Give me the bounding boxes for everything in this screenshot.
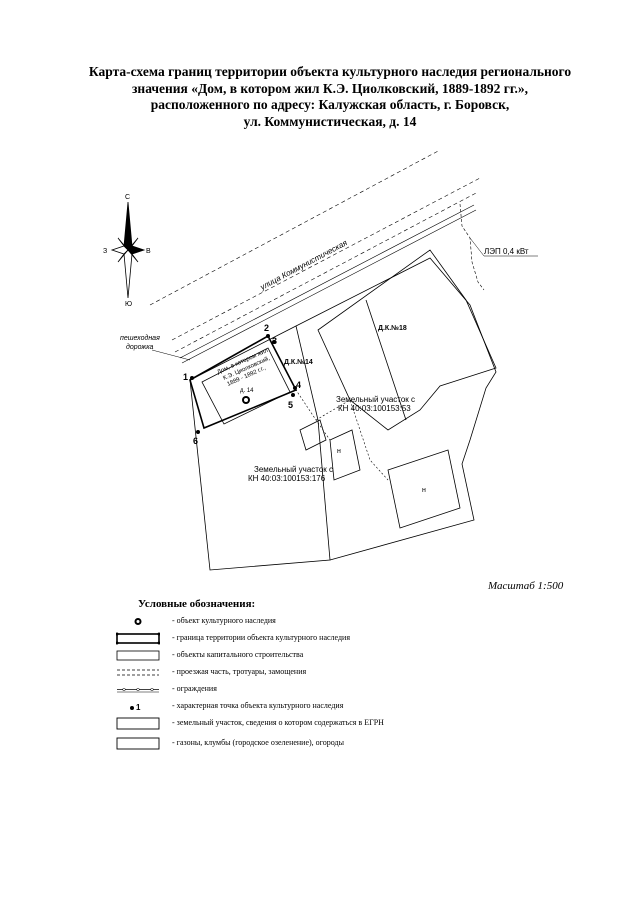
land-parcels <box>189 257 497 571</box>
house-label-line-4: д. 14 <box>240 388 254 394</box>
nonresidential-label-1: н <box>337 448 341 455</box>
heritage-boundary <box>189 334 298 430</box>
fence-symbol-icon <box>117 687 159 693</box>
legend-item: - объект культурного наследия <box>116 614 476 631</box>
legend-item-label: - объект культурного наследия <box>172 616 276 625</box>
legend-item: - проезжая часть, тротуары, замощения <box>116 665 476 682</box>
power-line <box>459 203 485 291</box>
buildings <box>201 249 497 529</box>
building-symbol-icon <box>116 650 160 661</box>
legend-item-label: - ограждения <box>172 684 217 693</box>
title-line-2: значения «Дом, в котором жил К.Э. Циолко… <box>131 80 528 96</box>
legend-item: - ограждения <box>116 682 476 699</box>
house-18-label: Д.К.№18 <box>378 324 407 332</box>
compass-west: З <box>103 248 107 255</box>
characteristic-points <box>190 334 297 434</box>
boundary-symbol-icon <box>116 632 160 645</box>
footpath-label-2: дорожка <box>126 343 154 351</box>
point-3: 3 <box>272 336 277 346</box>
legend-item: - граница территории объекта культурного… <box>116 631 476 648</box>
legend-title: Условные обозначения: <box>138 598 256 610</box>
street-label: улица Коммунистическая <box>258 238 350 292</box>
title-line-4: ул. Коммунистическая, д. 14 <box>243 113 417 129</box>
point-symbol-label: 1 <box>136 703 141 712</box>
title-line-1: Карта-схема границ территории объекта ку… <box>88 64 572 79</box>
compass-south: Ю <box>125 301 132 308</box>
legend-item-label: - характерная точка объекта культурного … <box>172 701 344 710</box>
parcel-symbol-icon <box>116 717 160 730</box>
street-roadway <box>149 149 481 353</box>
house-14-label: Д.К.№14 <box>284 358 313 366</box>
heritage-object-icon <box>134 618 142 625</box>
scale-label: Масштаб 1:500 <box>488 580 564 592</box>
nonresidential-label-2: н <box>422 487 426 494</box>
title-line-3: расположенного по адресу: Калужская обла… <box>150 97 510 112</box>
legend-item-label: - газоны, клумбы (городское озеленение),… <box>172 738 344 747</box>
legend: - объект культурного наследия - граница … <box>116 614 476 756</box>
legend-item-label: - земельный участок, сведения о котором … <box>172 718 384 727</box>
plot-b-line-2: КН 40:03:100153:176 <box>248 474 326 483</box>
roadway-symbol-icon <box>117 669 159 676</box>
footpath-label-1: пешеходная <box>120 334 160 342</box>
legend-item-label: - объекты капитального строительства <box>172 650 304 659</box>
power-line-label: ЛЭП 0,4 кВт <box>484 247 529 256</box>
greenery-symbol-icon <box>116 737 160 750</box>
compass-rose-icon <box>110 201 146 299</box>
power-line-leader <box>469 237 485 257</box>
compass-north: С <box>125 194 130 201</box>
point-5: 5 <box>288 400 293 410</box>
legend-item: - объекты капитального строительства <box>116 648 476 665</box>
legend-item-label: - граница территории объекта культурного… <box>172 633 351 642</box>
point-symbol-icon: 1 <box>130 703 141 712</box>
plot-b-line-1: Земельный участок с <box>254 465 333 474</box>
legend-item: - газоны, клумбы (городское озеленение),… <box>116 736 476 756</box>
inner-fences <box>267 335 389 481</box>
compass-east: В <box>146 248 151 255</box>
point-6: 6 <box>193 436 198 446</box>
point-2: 2 <box>264 323 269 333</box>
plot-a-line-2: КН 40:03:100153:53 <box>338 404 411 413</box>
legend-item-label: - проезжая часть, тротуары, замощения <box>172 667 307 676</box>
point-1: 1 <box>183 372 188 382</box>
plot-a-line-1: Земельный участок с <box>336 395 415 404</box>
legend-item: 1 - характерная точка объекта культурног… <box>116 699 476 716</box>
legend-item: - земельный участок, сведения о котором … <box>116 716 476 736</box>
map-title: Карта-схема границ территории объекта ку… <box>60 64 600 130</box>
footpath-leader <box>151 349 191 361</box>
street-fence <box>179 204 477 364</box>
point-4: 4 <box>296 380 301 390</box>
